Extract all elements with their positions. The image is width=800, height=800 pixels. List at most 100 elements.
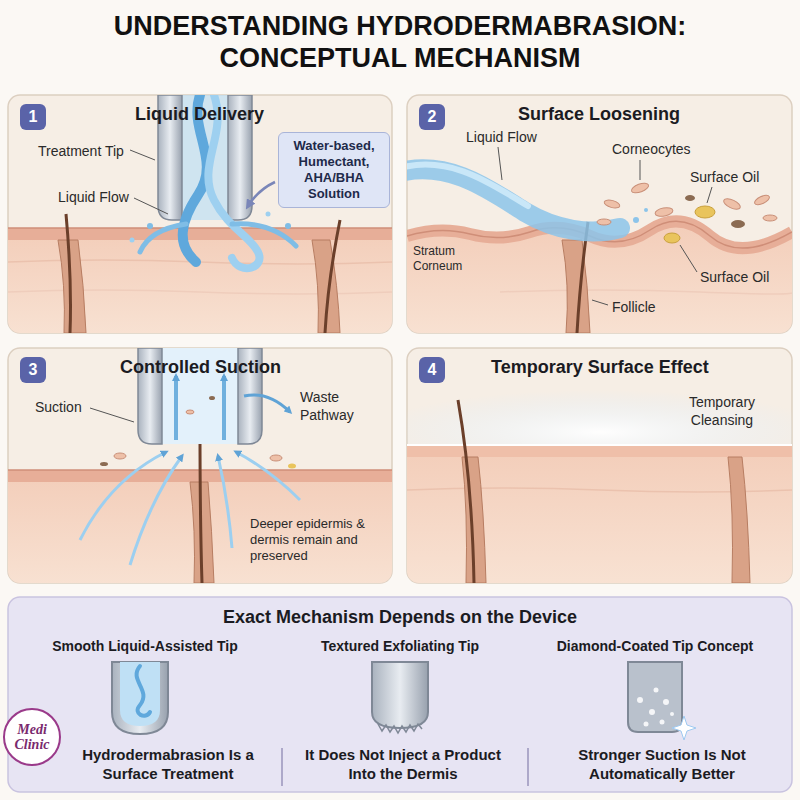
illustration-shape [644, 722, 649, 727]
step-number-badge: 4 [419, 357, 445, 383]
illustration-shape [270, 455, 282, 461]
callout-label: Surface Oil [690, 168, 785, 186]
step-number: 3 [20, 357, 46, 383]
illustration-shape [707, 187, 712, 203]
illustration-shape [58, 240, 86, 333]
layer-label: Stratum Corneum [413, 244, 479, 274]
illustration-shape [633, 217, 639, 223]
step-panel: Temporary Surface Effect4Temporary Clean… [407, 348, 792, 583]
illustration-shape [592, 300, 608, 305]
step-number: 2 [419, 104, 445, 130]
illustration-shape [685, 195, 695, 201]
illustration-shape [90, 408, 134, 422]
illustration-shape [603, 199, 620, 210]
device-panel: Exact Mechanism Depends on the DeviceSmo… [8, 597, 792, 792]
temporary-effect-illustration [407, 390, 792, 583]
illustration-shape [266, 212, 271, 217]
illustration-shape [372, 662, 428, 728]
illustration-shape [114, 453, 126, 459]
illustration-shape [130, 150, 155, 160]
key-point: It Does Not Inject a Product Into the De… [293, 745, 513, 783]
tip-label: Textured Exfoliating Tip [290, 637, 510, 655]
illustration-shape [630, 181, 650, 195]
illustration-shape [562, 240, 590, 333]
illustration-shape [664, 233, 680, 243]
panel-heading: Surface Loosening [518, 103, 680, 125]
liquid-delivery-illustration [8, 95, 392, 333]
callout-label: Suction [35, 398, 115, 416]
illustration-shape [147, 223, 153, 229]
illustration-shape [660, 720, 665, 725]
illustration-shape [232, 224, 296, 246]
illustration-shape [527, 748, 529, 786]
diagram-title: UNDERSTANDING HYDRODERMABRASION: CONCEPT… [80, 10, 720, 74]
step-number: 1 [20, 104, 46, 130]
clinic-logo: Medi Clinic [3, 708, 61, 766]
surface-loosening-illustration [407, 147, 792, 333]
callout-label: Temporary Cleansing [667, 393, 777, 429]
controlled-suction-illustration [8, 348, 392, 583]
illustration-shape [325, 220, 340, 333]
illustration-shape [597, 219, 611, 225]
illustration-shape [80, 452, 166, 540]
illustration-shape [500, 290, 792, 294]
note-label: Deeper epidermis & dermis remain and pre… [250, 516, 386, 564]
step-panel: Liquid Delivery1Water-based, Humectant, … [8, 95, 392, 333]
logo-text: Medi Clinic [7, 722, 57, 752]
step-number-badge: 1 [20, 104, 46, 130]
illustration-shape [654, 206, 673, 217]
illustration-shape [66, 214, 71, 333]
illustration-shape [763, 215, 777, 221]
callout-label: Waste Pathway [300, 388, 372, 424]
step-panel: Surface Loosening2Liquid FlowCorneocytes… [407, 95, 792, 333]
illustration-shape [663, 699, 669, 705]
illustration-shape [672, 716, 696, 740]
illustration-shape [753, 193, 770, 206]
illustration-shape [186, 410, 194, 414]
illustration-shape [407, 445, 792, 583]
illustration-shape [722, 197, 742, 212]
illustration-shape [248, 182, 275, 206]
illustration-shape [236, 452, 300, 500]
illustration-shape [628, 662, 682, 732]
illustration-shape [407, 165, 528, 206]
illustration-shape [649, 709, 655, 715]
step-panel: Controlled Suction3SuctionWaste PathwayD… [8, 348, 392, 583]
illustration-shape [8, 227, 392, 229]
solution-box: Water-based, Humectant, AHA/BHA Solution [278, 132, 390, 208]
step-number-badge: 3 [20, 357, 46, 383]
illustration-shape [200, 430, 202, 583]
illustration-shape [222, 376, 226, 440]
illustration-shape [218, 456, 232, 548]
solution-text: Water-based, Humectant, AHA/BHA Solution [285, 138, 383, 202]
illustration-shape [209, 396, 215, 400]
illustration-shape [134, 198, 168, 214]
illustration-shape [8, 228, 392, 240]
illustration-shape [654, 688, 659, 693]
illustration-shape [680, 245, 697, 272]
tip-label: Smooth Liquid-Assisted Tip [25, 637, 265, 655]
illustration-shape [112, 662, 168, 734]
illustration-shape [285, 223, 291, 229]
illustration-shape [670, 712, 674, 716]
illustration-shape [731, 220, 745, 228]
illustration-shape [288, 464, 296, 469]
illustration-shape [498, 147, 502, 180]
key-point: Hydrodermabrasion Is a Surface Treatment [70, 745, 266, 783]
illustration-shape [281, 748, 283, 786]
step-number: 4 [419, 357, 445, 383]
callout-label: Liquid Flow [58, 188, 148, 206]
illustration-shape [244, 395, 290, 412]
illustration-shape [640, 160, 641, 180]
illustration-shape [120, 662, 160, 726]
illustration-shape [130, 456, 182, 565]
illustration-shape [140, 224, 186, 252]
illustration-shape [695, 206, 715, 218]
illustration-shape [137, 666, 150, 716]
key-point: Stronger Suction Is Not Automatically Be… [544, 745, 780, 783]
callout-label: Treatment Tip [38, 142, 138, 160]
illustration-shape [637, 697, 643, 703]
illustration-shape [644, 208, 648, 212]
callout-label: Liquid Flow [466, 128, 556, 146]
